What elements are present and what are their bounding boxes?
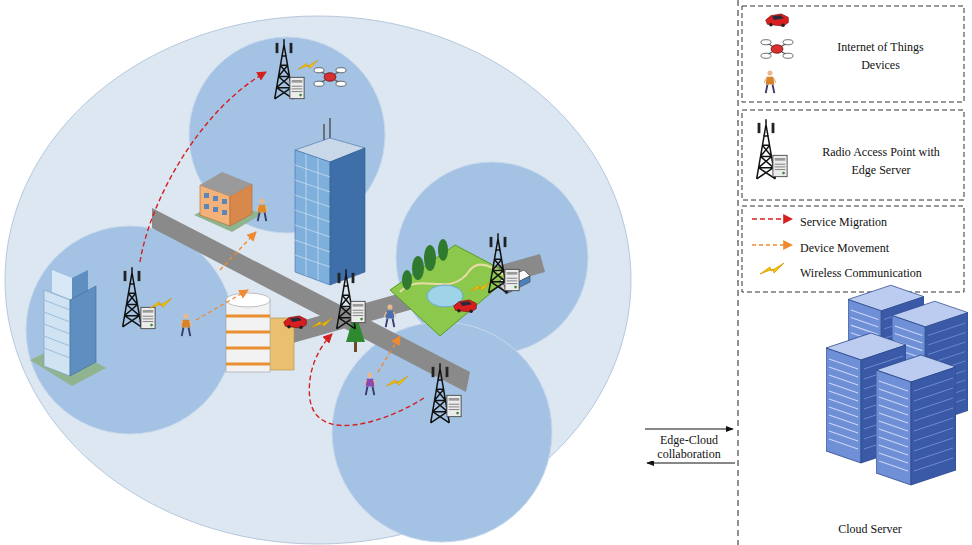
legend-samples [761,40,793,59]
office-tower [295,150,330,285]
access-points [290,77,304,98]
office-tower [330,148,365,285]
collaboration-arrows [647,463,735,464]
movement-arrows [140,72,266,262]
access-points [123,267,142,327]
legend-samples [773,155,787,176]
movement-arrows [140,72,424,426]
legend-entry: Wireless Communication [800,263,955,281]
apartment-building [204,193,209,198]
park [438,239,448,261]
legend-entry: Internet of Things Devices [828,37,933,73]
legend-samples [752,218,792,219]
iot-devices [256,198,268,221]
cloud-server-icon [876,355,956,485]
office-tower [295,154,330,280]
round-building [226,316,270,364]
office-tower [295,118,365,285]
access-points [351,301,365,322]
park [402,239,448,290]
divider-line [738,0,739,545]
legend-text: Wireless Communication [800,266,922,280]
server-label: Cloud Server [815,522,925,536]
wireless-links [312,318,332,327]
access-points [141,307,155,328]
round-building [226,293,294,372]
access-points [505,269,519,290]
legend-samples [766,14,789,27]
apartment-building [200,172,252,196]
legend-entry: Service Migration [800,212,955,230]
apartment-building [204,193,227,215]
iot-devices [384,304,396,327]
access-points [447,395,461,416]
cloud-server-icon [826,285,968,485]
access-points [123,39,519,423]
legend-samples [764,70,776,93]
legend-text: Radio Access Point with Edge Server [822,145,940,177]
skyscraper [44,300,70,358]
iot-devices [180,68,476,395]
node-text: Cloud Server [815,522,925,536]
cell-circles [26,226,234,434]
office-tower [295,154,330,280]
legend-text: Service Migration [800,215,887,229]
wireless-links [298,60,318,69]
collaboration-arrows [645,429,735,463]
round-building [226,300,270,372]
park [390,245,512,336]
wireless-links [470,282,490,291]
iot-devices [364,372,376,395]
apartment-building [204,204,209,209]
wireless-links [150,298,172,308]
movement-arrows [220,232,256,270]
park [402,270,412,290]
legend-entry: Device Movement [800,238,955,256]
legend-text: Device Movement [800,241,889,255]
legend-samples [752,14,793,274]
skyscraper [30,270,106,386]
park [412,256,424,280]
cell-circles [26,37,588,542]
apartment-building [222,199,227,204]
movement-arrows [196,290,248,320]
legend-frames [742,6,964,102]
legend-entry: Radio Access Point with Edge Server [816,142,946,178]
iot-devices [454,300,477,313]
wireless-links [150,60,490,386]
apartment-building [194,172,262,232]
skyscraper [70,286,96,376]
legend-samples [752,244,792,245]
coverage-area [5,16,631,544]
skyscraper [44,290,70,376]
movement-arrows [378,336,400,372]
round-building [226,316,270,364]
collaboration-arrows [645,429,733,430]
legend-frames [742,6,964,292]
iot-devices [314,68,346,87]
bus [500,270,530,294]
iot-devices [180,313,192,336]
round-building [226,293,270,307]
park [390,239,512,336]
iot-devices [284,316,307,329]
edge-cloud-label: Edge-Cloud collaboration [646,433,732,461]
park [424,245,436,271]
cell-circles [332,322,552,542]
legend-frames [742,206,964,292]
movement-arrows [309,334,424,426]
legend-text: Internet of Things Devices [837,40,923,72]
legend-samples [760,263,784,274]
apartment-building [213,196,218,201]
apartment-building [213,207,218,212]
apartment-building [222,210,227,215]
wireless-links [386,376,408,386]
skyscraper [44,300,70,358]
legend-frames [742,110,964,200]
label-text: Edge-Cloud collaboration [648,433,730,461]
